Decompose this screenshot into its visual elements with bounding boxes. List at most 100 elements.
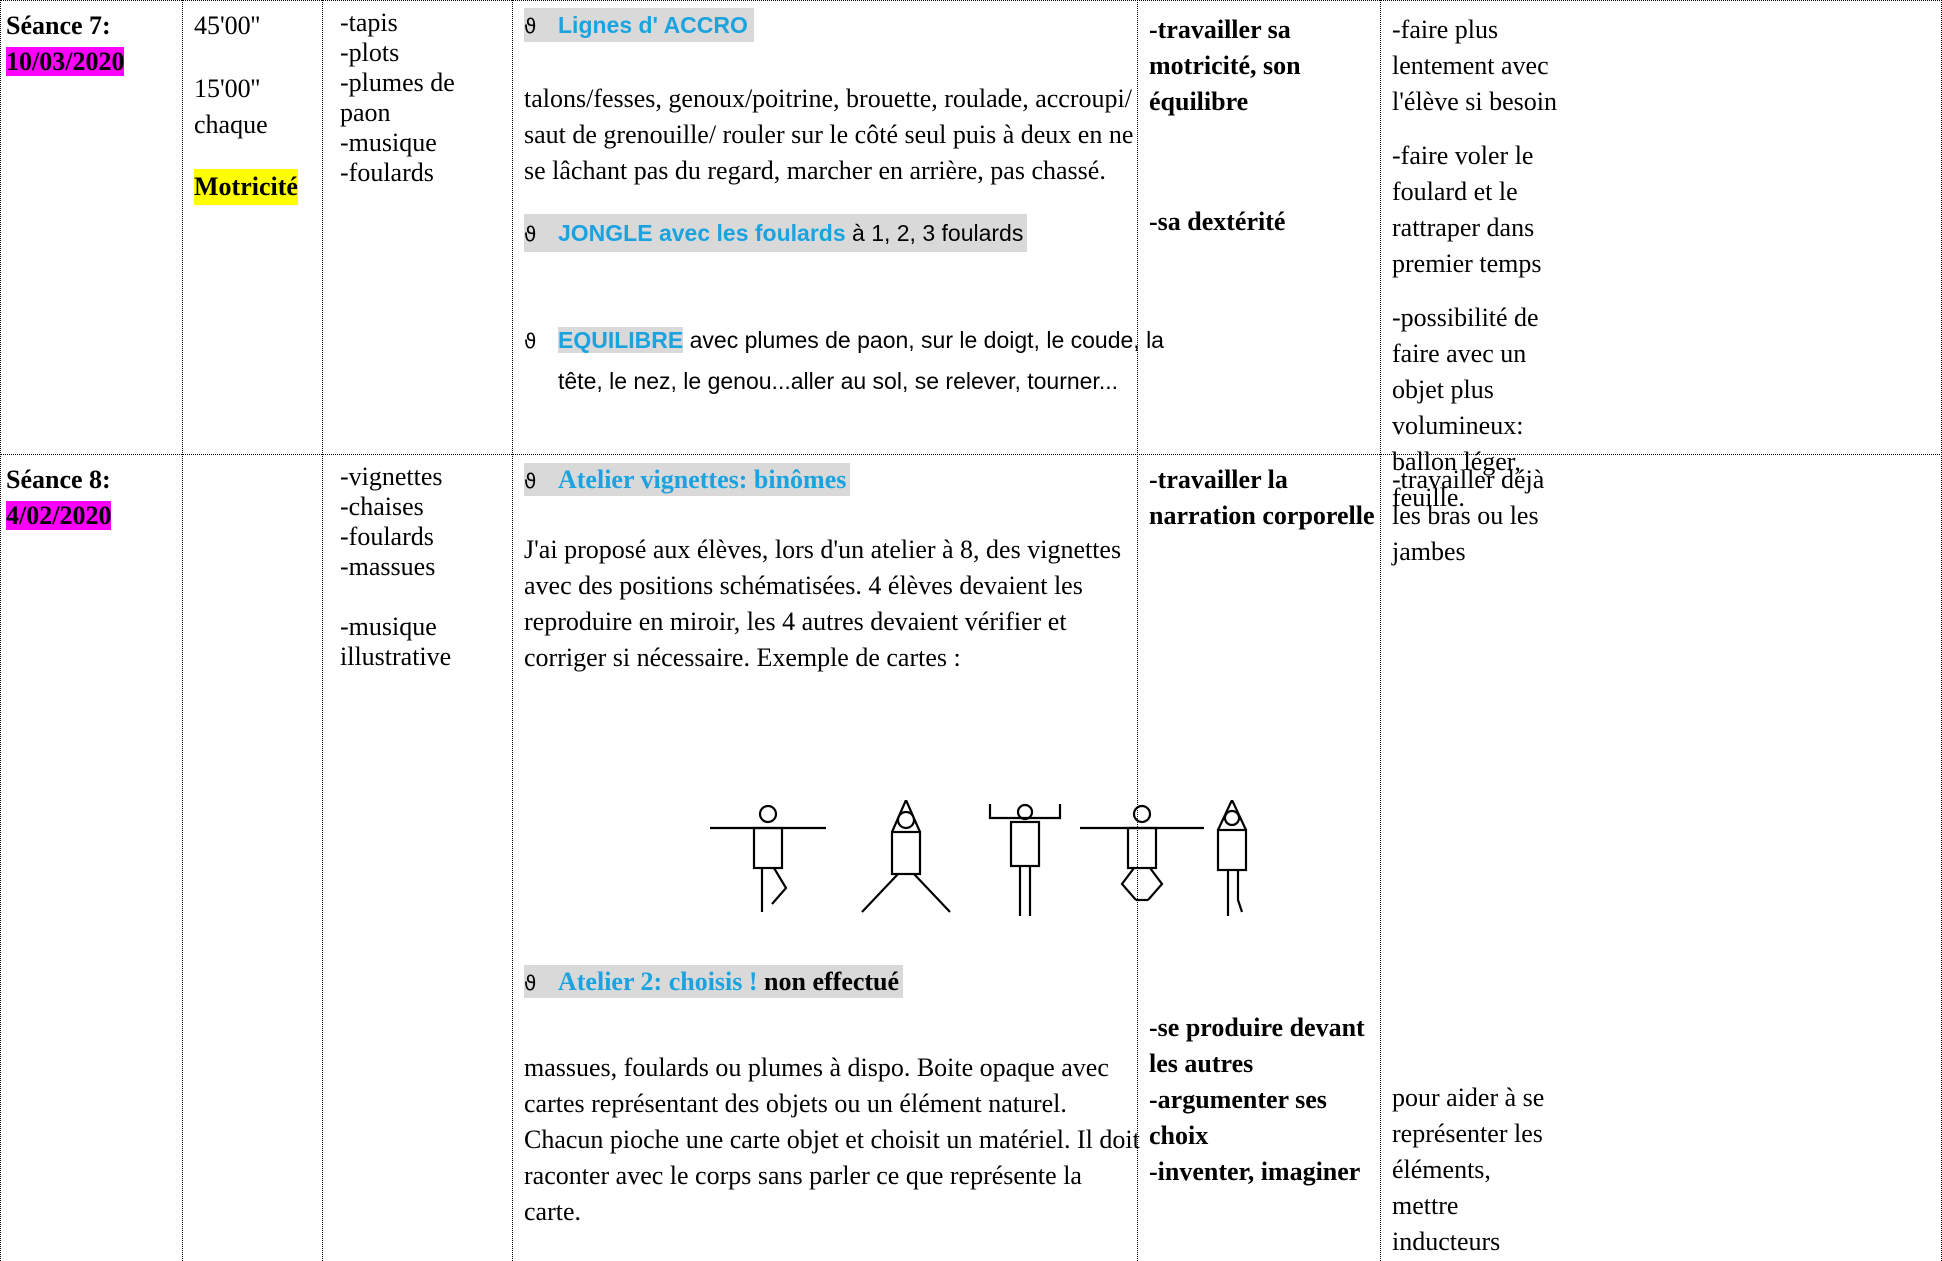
activity-choisis-text: massues, foulards ou plumes à dispo. Boi… bbox=[524, 1050, 1140, 1230]
text-line: se lâchant pas du regard, marcher en arr… bbox=[524, 156, 1106, 185]
materiel-7-item: -foulards bbox=[340, 158, 434, 187]
objectifs-7-cell: -travailler sa motricité, son équilibre … bbox=[1149, 12, 1379, 240]
text-line: J'ai proposé aux élèves, lors d'un ateli… bbox=[524, 535, 1122, 564]
remarque-line: -faire plus bbox=[1392, 15, 1499, 44]
stick-figure-4-icon bbox=[1080, 804, 1204, 902]
materiel-7-item: paon bbox=[340, 98, 391, 127]
duree-7-total: 45'00'' bbox=[194, 11, 261, 40]
seance-8-label: Séance 8: bbox=[6, 465, 111, 494]
remarque-line: -faire voler le bbox=[1392, 141, 1534, 170]
position-cards-illustration bbox=[710, 800, 1248, 916]
remarque-line: premier temps bbox=[1392, 249, 1542, 278]
objectif-line: les autres bbox=[1149, 1049, 1254, 1078]
remarque-line: faire avec un bbox=[1392, 339, 1527, 368]
materiel-7-item: -tapis bbox=[340, 8, 398, 37]
activity-vignettes-heading: ϑ Atelier vignettes: binômes bbox=[524, 462, 1134, 499]
activity-jongle-heading: ϑ JONGLE avec les foulards à 1, 2, 3 foul… bbox=[524, 214, 1134, 252]
materiel-8-item: -foulards bbox=[340, 522, 434, 551]
objectif-line: -sa dextérité bbox=[1149, 207, 1286, 236]
objectifs-8b-cell: -se produire devant les autres -argument… bbox=[1149, 1010, 1379, 1190]
activity-equilibre-continuation: tête, le nez, le genou...aller au sol, s… bbox=[558, 368, 1118, 394]
activity-choisis-suffix: non effectué bbox=[757, 967, 900, 996]
activity-jongle-suffix: à 1, 2, 3 foulards bbox=[845, 220, 1024, 246]
text-line: reproduire en miroir, les 4 autres devai… bbox=[524, 607, 1067, 636]
duree-7-each-word: chaque bbox=[194, 110, 268, 139]
duree-7-cell: 45'00'' 15'00'' chaque Motricité bbox=[194, 8, 319, 205]
remarque-line: éléments, bbox=[1392, 1155, 1491, 1184]
materiel-8-item: -musique bbox=[340, 612, 437, 641]
objectifs-8-cell: -travailler la narration corporelle bbox=[1149, 462, 1379, 534]
objectif-line: -travailler la bbox=[1149, 465, 1288, 494]
materiel-8-cell: -vignettes -chaises -foulards -massues -… bbox=[340, 462, 510, 672]
text-line: talons/fesses, genoux/poitrine, brouette… bbox=[524, 84, 1132, 113]
activity-equilibre: ϑ EQUILIBRE avec plumes de paon, sur le d… bbox=[524, 320, 1164, 401]
materiel-8-item: -vignettes bbox=[340, 462, 443, 491]
remarque-line: les bras ou les bbox=[1392, 501, 1539, 530]
activity-vignettes-text: J'ai proposé aux élèves, lors d'un ateli… bbox=[524, 532, 1122, 676]
objectif-line: motricité, son bbox=[1149, 51, 1301, 80]
domaine-7: Motricité bbox=[194, 169, 298, 205]
materiel-8-item: illustrative bbox=[340, 642, 452, 671]
objectif-line: narration corporelle bbox=[1149, 501, 1375, 530]
materiel-7-item: -plumes de bbox=[340, 68, 455, 97]
materiel-8-item: -chaises bbox=[340, 492, 424, 521]
activity-equilibre-suffix: avec plumes de paon, sur le doigt, le co… bbox=[683, 327, 1164, 353]
remarque-line: mettre bbox=[1392, 1191, 1459, 1220]
objectif-line: -argumenter ses bbox=[1149, 1085, 1327, 1114]
objectif-line: équilibre bbox=[1149, 87, 1249, 116]
stick-figure-1-icon bbox=[710, 804, 826, 912]
text-line: Chacun pioche une carte objet et choisit… bbox=[524, 1125, 1140, 1154]
activity-accro-title: Lignes d' ACCRO bbox=[558, 12, 748, 38]
bullet-icon: ϑ bbox=[524, 329, 537, 353]
remarque-line: inducteurs bbox=[1392, 1227, 1501, 1256]
remarque-line: objet plus bbox=[1392, 375, 1494, 404]
objectif-line: choix bbox=[1149, 1121, 1209, 1150]
stick-figure-2-icon bbox=[861, 800, 951, 913]
seance-7-label: Séance 7: bbox=[6, 11, 111, 40]
text-line: massues, foulards ou plumes à dispo. Boi… bbox=[524, 1053, 1109, 1082]
seance-7-cell: Séance 7: 10/03/2020 bbox=[6, 8, 178, 80]
remarque-line: lentement avec bbox=[1392, 51, 1549, 80]
stick-figure-3-icon bbox=[988, 803, 1062, 916]
remarques-8b-cell: pour aider à se représenter les éléments… bbox=[1392, 1080, 1940, 1260]
materiel-7-item: -musique bbox=[340, 128, 437, 157]
remarque-line: -possibilité de bbox=[1392, 303, 1539, 332]
activity-equilibre-title: EQUILIBRE bbox=[558, 327, 684, 353]
activity-accro-heading: ϑ Lignes d' ACCRO bbox=[524, 8, 1134, 42]
text-line: raconter avec le corps sans parler ce qu… bbox=[524, 1161, 1082, 1190]
remarque-line: volumineux: bbox=[1392, 411, 1524, 440]
remarque-line: jambes bbox=[1392, 537, 1466, 566]
bullet-icon: ϑ bbox=[524, 469, 537, 493]
remarque-line: foulard et le bbox=[1392, 177, 1518, 206]
remarque-line: pour aider à se bbox=[1392, 1083, 1545, 1112]
text-line: avec des positions schématisées. 4 élève… bbox=[524, 571, 1083, 600]
remarques-8-cell: -travailler déjà les bras ou les jambes bbox=[1392, 462, 1940, 570]
duree-7-each: 15'00'' bbox=[194, 74, 261, 103]
activity-accro-text: talons/fesses, genoux/poitrine, brouette… bbox=[524, 81, 1134, 189]
remarque-line: rattraper dans bbox=[1392, 213, 1535, 242]
text-line: carte. bbox=[524, 1197, 582, 1226]
remarques-7-cell: -faire plus lentement avec l'élève si be… bbox=[1392, 12, 1940, 516]
remarque-line: l'élève si besoin bbox=[1392, 87, 1557, 116]
remarque-line: ballon léger, bbox=[1392, 447, 1521, 476]
remarque-line: représenter les bbox=[1392, 1119, 1543, 1148]
activity-vignettes-title: Atelier vignettes: binômes bbox=[558, 465, 847, 494]
materiel-8-item: -massues bbox=[340, 552, 436, 581]
text-line: saut de grenouille/ rouler sur le côté s… bbox=[524, 120, 1134, 149]
seance-8-cell: Séance 8: 4/02/2020 bbox=[6, 462, 178, 534]
text-line: corriger si nécessaire. Exemple de carte… bbox=[524, 643, 961, 672]
bullet-icon: ϑ bbox=[524, 14, 537, 38]
objectif-line: -travailler sa bbox=[1149, 15, 1291, 44]
bullet-icon: ϑ bbox=[524, 222, 537, 246]
objectif-line: -inventer, imaginer bbox=[1149, 1157, 1361, 1186]
materiel-7-item: -plots bbox=[340, 38, 400, 67]
remarque-line: feuille. bbox=[1392, 483, 1465, 512]
seance-8-date: 4/02/2020 bbox=[6, 501, 112, 530]
seance-7-date: 10/03/2020 bbox=[6, 47, 125, 76]
remarque-line: -travailler déjà bbox=[1392, 465, 1545, 494]
stick-figure-5-icon bbox=[1216, 800, 1248, 916]
activity-jongle-title: JONGLE avec les foulards bbox=[558, 220, 846, 246]
text-line: cartes représentant des objets ou un élé… bbox=[524, 1089, 1067, 1118]
